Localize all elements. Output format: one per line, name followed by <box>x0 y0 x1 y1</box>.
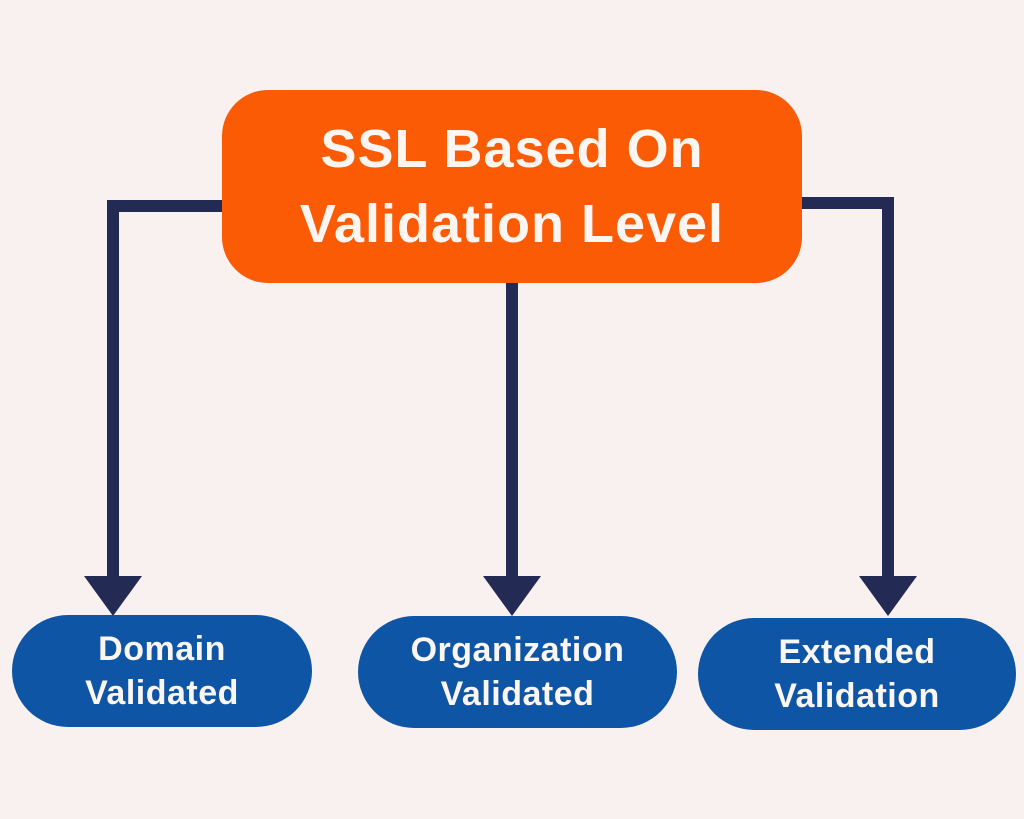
node-organization-validated: Organization Validated <box>358 616 677 728</box>
connector-left-vertical-line <box>107 200 119 578</box>
node-extended-validation-line-1: Extended <box>778 633 936 671</box>
connector-right-horizontal-line <box>802 197 894 209</box>
connector-right-vertical-line <box>882 197 894 578</box>
node-domain-validated-line-1: Domain <box>98 630 226 668</box>
connector-left-horizontal-line <box>107 200 222 212</box>
node-domain-validated: Domain Validated <box>12 615 312 727</box>
arrow-down-left-icon <box>84 576 142 616</box>
node-extended-validation: Extended Validation <box>698 618 1016 730</box>
node-extended-validation-line-2: Validation <box>774 677 940 715</box>
arrow-down-middle-icon <box>483 576 541 616</box>
root-title-line-2: Validation Level <box>299 193 725 254</box>
connector-middle-vertical-line <box>506 280 518 578</box>
root-node-ssl-validation-level: SSL Based On Validation Level <box>222 90 802 283</box>
node-organization-validated-line-2: Validated <box>440 675 595 713</box>
root-title-line-1: SSL Based On <box>320 118 704 179</box>
node-domain-validated-line-2: Validated <box>85 674 239 712</box>
node-organization-validated-line-1: Organization <box>410 631 625 669</box>
arrow-down-right-icon <box>859 576 917 616</box>
